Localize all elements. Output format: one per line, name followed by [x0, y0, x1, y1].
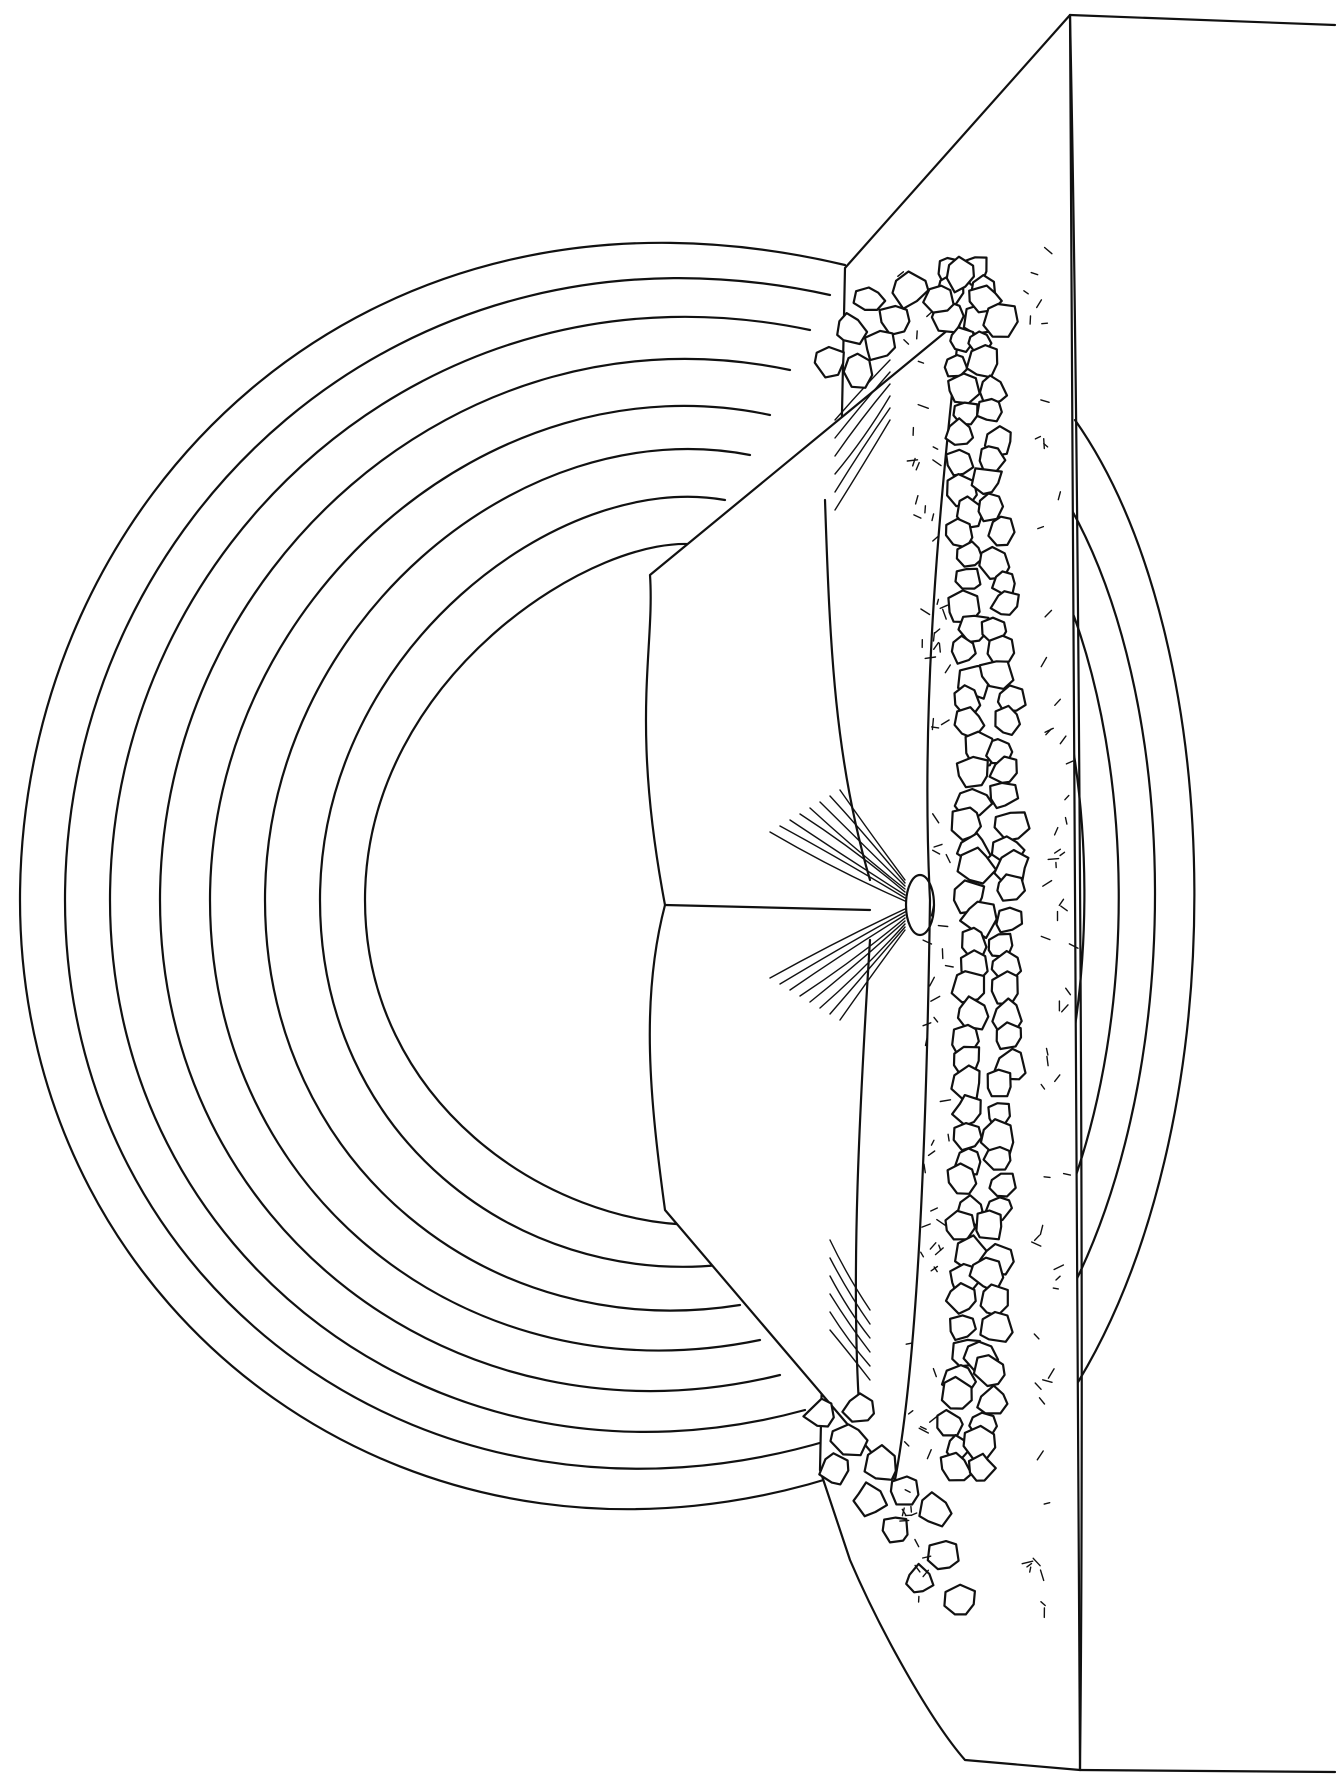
speck — [1030, 1567, 1031, 1572]
block-top-edge — [1070, 15, 1335, 25]
pebble — [928, 1541, 959, 1569]
speck — [934, 633, 935, 641]
pebble — [803, 1399, 833, 1427]
right-arc-1 — [1070, 420, 1194, 1395]
pebble — [948, 374, 980, 404]
pebble — [983, 304, 1017, 337]
speck — [911, 1507, 912, 1513]
speck — [948, 1134, 949, 1141]
speck — [900, 1520, 909, 1521]
sheet-outline — [646, 320, 960, 1480]
pebble — [956, 569, 981, 589]
pebble — [981, 1285, 1008, 1316]
pebble — [988, 517, 1014, 546]
speck — [932, 727, 939, 728]
pebble — [988, 636, 1015, 663]
speck — [925, 506, 926, 513]
folded-sheet — [646, 320, 960, 1480]
speck — [932, 719, 933, 730]
speck — [917, 331, 918, 339]
speck — [939, 643, 940, 652]
pebble — [977, 399, 1002, 421]
speck — [1053, 1288, 1058, 1289]
block-bottom-edge — [1080, 1770, 1335, 1772]
pebble — [891, 1477, 919, 1505]
pebble — [980, 1312, 1012, 1342]
speck — [1042, 323, 1048, 324]
pebble — [976, 1211, 1001, 1240]
pebble — [944, 1585, 975, 1615]
pebble — [988, 1070, 1011, 1097]
pebble — [815, 347, 844, 377]
speck — [1044, 1177, 1050, 1178]
pebble — [997, 1022, 1021, 1049]
speck — [938, 926, 947, 927]
speck — [1048, 859, 1058, 860]
